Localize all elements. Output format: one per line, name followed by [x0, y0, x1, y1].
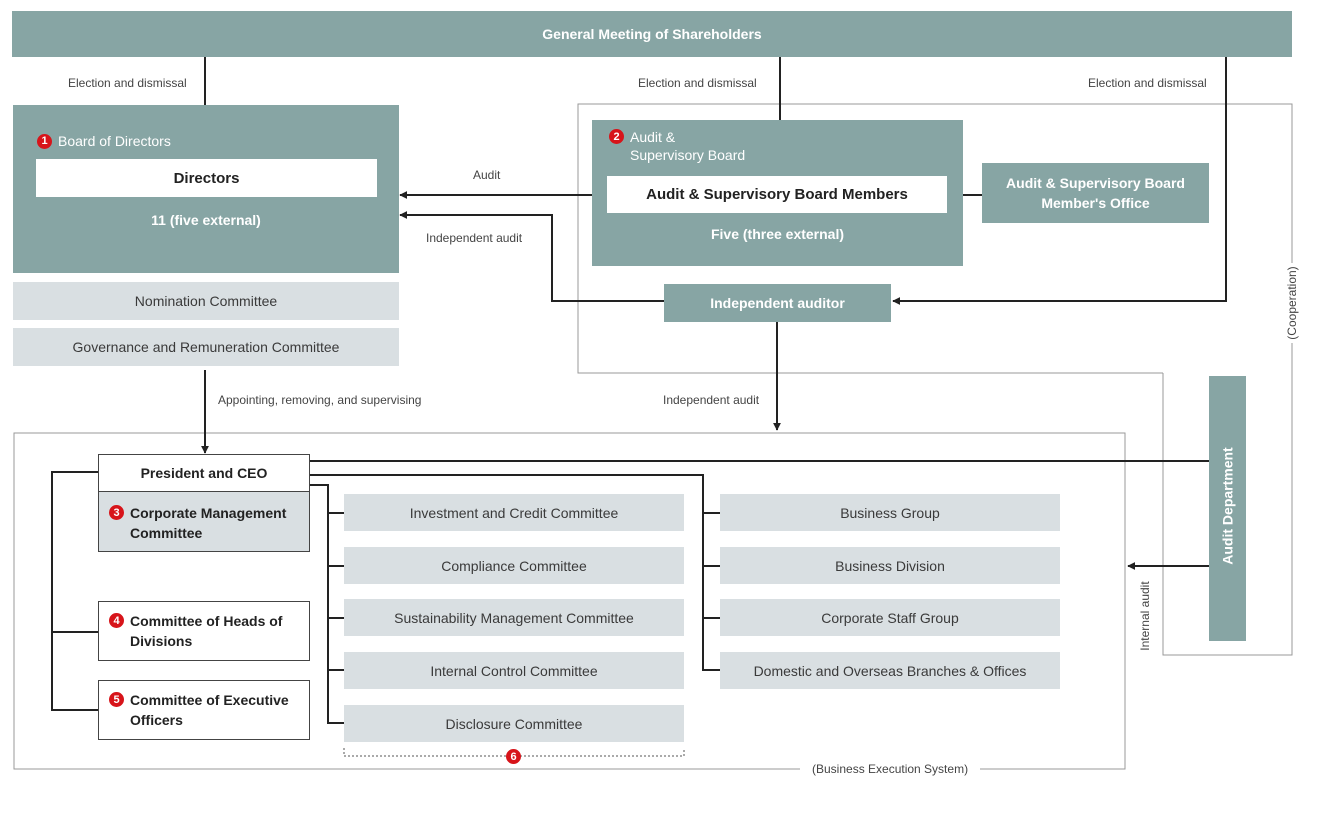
president-ceo-label: President and CEO: [140, 465, 268, 481]
audit-office-line2: Member's Office: [1041, 195, 1150, 211]
committee-label: Investment and Credit Committee: [409, 504, 619, 521]
badge-3: 3: [109, 505, 124, 520]
shareholders-meeting-label: General Meeting of Shareholders: [542, 26, 762, 42]
badge-4: 4: [109, 613, 124, 628]
independent-auditor: Independent auditor: [664, 284, 891, 322]
audit-board-count: Five (three external): [710, 226, 845, 242]
group-label: Business Division: [835, 557, 945, 574]
directors-box: Directors: [36, 159, 377, 197]
committee-label: Internal Control Committee: [430, 662, 598, 679]
heads-line1: Committee of Heads of: [130, 613, 283, 629]
committee-compliance: Compliance Committee: [344, 547, 684, 584]
committee-sustainability: Sustainability Management Committee: [344, 599, 684, 636]
audit-area-frame: [577, 103, 1293, 374]
independent-audit-label-left: Independent audit: [426, 231, 523, 245]
audit-department-label: Audit Department: [1219, 447, 1236, 565]
corporate-management-committee: 3 Corporate Management Committee: [98, 492, 310, 552]
committee-label: Disclosure Committee: [445, 715, 583, 732]
cmc-line2: Committee: [130, 525, 203, 541]
audit-board-office: Audit & Supervisory Board Member's Offic…: [982, 163, 1209, 223]
cooperation-label: (Cooperation): [1285, 263, 1299, 343]
group-corporate-staff: Corporate Staff Group: [720, 599, 1060, 636]
internal-audit-label: Internal audit: [1138, 581, 1152, 651]
audit-label: Audit: [473, 168, 501, 182]
group-label: Corporate Staff Group: [821, 609, 959, 626]
committee-heads-divisions: 4 Committee of Heads of Divisions: [98, 601, 310, 661]
cmc-line1: Corporate Management: [130, 505, 287, 521]
election-label-right: Election and dismissal: [1088, 76, 1207, 90]
group-label: Business Group: [840, 504, 940, 521]
heads-line2: Divisions: [130, 633, 193, 649]
exec-line2: Officers: [130, 712, 183, 728]
committee-executive-officers: 5 Committee of Executive Officers: [98, 680, 310, 740]
badge-2: 2: [609, 129, 624, 144]
audit-board-members-label: Audit & Supervisory Board Members: [646, 186, 908, 203]
exec-line1: Committee of Executive: [130, 692, 289, 708]
badge-5: 5: [109, 692, 124, 707]
independent-audit-label-mid: Independent audit: [663, 393, 760, 407]
shareholders-meeting: General Meeting of Shareholders: [12, 11, 1292, 57]
business-execution-frame: [13, 432, 1126, 770]
appointing-label: Appointing, removing, and supervising: [218, 393, 422, 407]
committee-internal-control: Internal Control Committee: [344, 652, 684, 689]
governance-committee: Governance and Remuneration Committee: [13, 328, 399, 366]
audit-area-frame-lower: [1162, 315, 1293, 656]
audit-board-members-box: Audit & Supervisory Board Members: [607, 176, 947, 213]
badge-6: 6: [506, 749, 521, 765]
governance-committee-label: Governance and Remuneration Committee: [72, 339, 340, 355]
independent-auditor-label: Independent auditor: [710, 295, 845, 311]
committee-label: Compliance Committee: [441, 557, 587, 574]
group-branches-offices: Domestic and Overseas Branches & Offices: [720, 652, 1060, 689]
election-label-mid: Election and dismissal: [638, 76, 757, 90]
group-business-group: Business Group: [720, 494, 1060, 531]
group-label: Domestic and Overseas Branches & Offices: [753, 662, 1027, 679]
board-of-directors: 1 Board of Directors Directors 11 (five …: [13, 105, 399, 273]
directors-count: 11 (five external): [151, 212, 261, 228]
committee-label: Sustainability Management Committee: [394, 609, 634, 626]
business-execution-label: (Business Execution System): [808, 762, 973, 776]
directors-label: Directors: [173, 169, 240, 187]
board-title: Board of Directors: [58, 133, 171, 149]
president-ceo: President and CEO: [98, 454, 310, 492]
audit-department: Audit Department: [1209, 376, 1246, 641]
audit-office-line1: Audit & Supervisory Board: [1006, 175, 1185, 191]
nomination-committee: Nomination Committee: [13, 282, 399, 320]
audit-board-title-line1: Audit &: [630, 129, 676, 145]
nomination-committee-label: Nomination Committee: [134, 293, 278, 309]
badge-1: 1: [37, 133, 52, 149]
group-business-division: Business Division: [720, 547, 1060, 584]
committee-investment-credit: Investment and Credit Committee: [344, 494, 684, 531]
election-label-left: Election and dismissal: [68, 76, 187, 90]
audit-supervisory-board: 2 Audit & Supervisory Board Audit & Supe…: [592, 120, 963, 266]
audit-board-title-line2: Supervisory Board: [630, 147, 746, 163]
committee-disclosure: Disclosure Committee: [344, 705, 684, 742]
